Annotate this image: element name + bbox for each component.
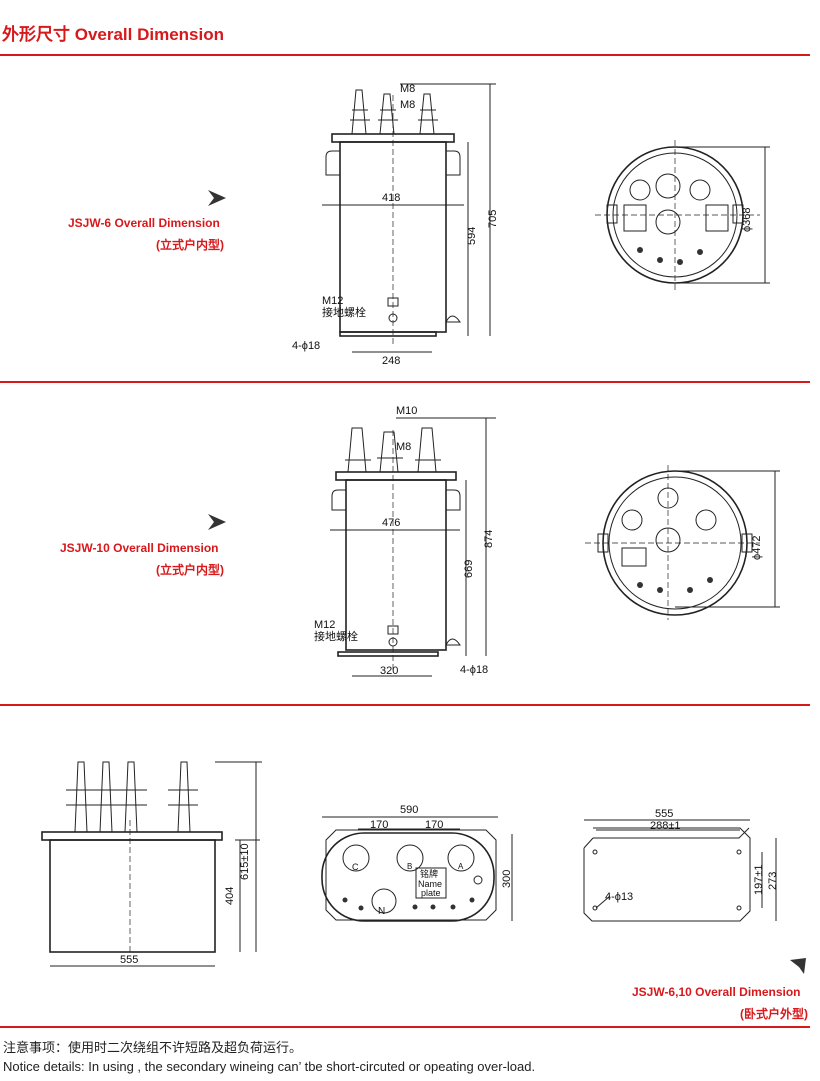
notice-cn: 注意事项：使用时二次绕组不许短路及超负荷运行。 <box>3 1040 303 1055</box>
dimension-label: N <box>378 906 385 917</box>
dimension-label: 170 <box>425 819 443 831</box>
divider <box>0 704 810 706</box>
page-title: 外形尺寸 Overall Dimension <box>2 25 224 44</box>
jsjw6-top-view: ϕ368 <box>595 140 770 290</box>
dimension-label: ϕ368 <box>741 207 753 232</box>
dimension-label: A <box>458 862 464 871</box>
arrow-icon <box>208 190 226 206</box>
dimension-label: 594 <box>466 227 478 245</box>
dimension-label: 铭牌 <box>420 868 438 879</box>
dimension-label: 4-ϕ18 <box>292 340 320 352</box>
dimension-label: 320 <box>380 665 398 677</box>
section-label: JSJW-6 Overall Dimension <box>68 216 220 230</box>
section-sublabel: (立式户内型) <box>156 563 224 577</box>
dimension-label: 273 <box>767 872 779 890</box>
divider <box>0 54 810 56</box>
dimension-label: M12 <box>314 619 335 631</box>
dimension-label: Name <box>418 879 442 889</box>
dimension-label: plate <box>421 888 441 898</box>
section-label: JSJW-10 Overall Dimension <box>60 541 219 555</box>
dimension-label: M10 <box>396 405 417 417</box>
dimension-label: 接地螺栓 <box>314 629 358 643</box>
section-label: JSJW-6,10 Overall Dimension <box>632 985 801 999</box>
jsjw10-front-view: 476 669 874 M10 M8 M12 接地螺栓 4-ϕ18 320 <box>314 405 496 677</box>
dimension-label: 590 <box>400 804 418 816</box>
arrow-icon <box>208 514 226 530</box>
dimension-label: M8 <box>400 99 415 111</box>
jsjw6-front-view: 418 594 705 M8 M8 M12 接地螺栓 4-ϕ18 248 <box>292 83 499 367</box>
notice-en: Notice details: In using , the secondary… <box>3 1059 536 1074</box>
dimension-label: 404 <box>224 887 236 905</box>
dimension-label: 300 <box>501 870 513 888</box>
divider <box>0 1026 810 1028</box>
dimension-label: 705 <box>487 210 499 228</box>
dimension-label: M8 <box>400 83 415 95</box>
dimension-label: 248 <box>382 355 400 367</box>
dimension-label: 669 <box>463 560 475 578</box>
dimension-label: M8 <box>396 441 411 453</box>
dimension-label: 418 <box>382 192 400 204</box>
arrow-icon <box>790 958 806 974</box>
dimension-label: M12 <box>322 295 343 307</box>
dimension-label: 170 <box>370 819 388 831</box>
divider <box>0 381 810 383</box>
dimension-label: ϕ472 <box>751 535 763 560</box>
jsjw10-top-view: ϕ472 <box>585 465 780 620</box>
dimension-label: C <box>352 862 359 872</box>
dimension-label: 615±10 <box>239 843 251 880</box>
horizontal-base-plate: 555 288±1 197±1 273 4-ϕ13 <box>583 808 779 922</box>
section-sublabel: (立式户内型) <box>156 238 224 252</box>
dimension-label: 4-ϕ13 <box>605 891 633 903</box>
dimension-label: 288±1 <box>650 820 681 832</box>
dimension-label: 接地螺栓 <box>322 305 366 319</box>
section-sublabel: (卧式户外型) <box>740 1007 808 1021</box>
dimension-label: 476 <box>382 517 400 529</box>
dimension-label: 4-ϕ18 <box>460 664 488 676</box>
dimension-label: 555 <box>120 954 138 966</box>
horizontal-side-view: 404 615±10 555 <box>41 761 262 967</box>
dimension-label: 197±1 <box>753 864 765 895</box>
dimension-label: B <box>407 862 412 871</box>
dimension-label: 874 <box>483 530 495 548</box>
horizontal-top-view: 铭牌 Name plate C B A N 590 170 170 300 <box>321 804 513 922</box>
dimension-label: 555 <box>655 808 673 820</box>
